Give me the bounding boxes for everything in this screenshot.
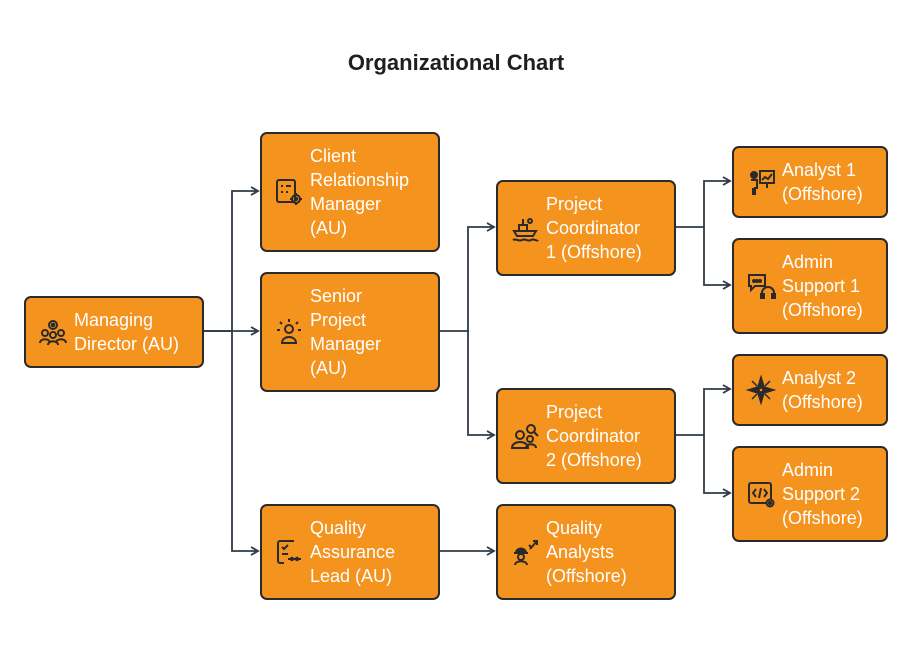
edge-md-crm <box>204 186 260 332</box>
edge-spm-pc2 <box>467 331 496 440</box>
node-label: Admin Support 2 (Offshore) <box>782 460 863 528</box>
edge-spm-pc1 <box>440 222 496 332</box>
edge-md-qal <box>231 331 260 556</box>
node-quality-analysts: Quality Analysts (Offshore) <box>496 504 676 600</box>
node-label: Analyst 1 (Offshore) <box>782 160 863 204</box>
node-managing-director: Managing Director (AU) <box>24 296 204 368</box>
node-label: Client Relationship Manager (AU) <box>310 146 410 238</box>
node-client-relationship-manager: Client Relationship Manager (AU) <box>260 132 440 252</box>
node-label: Quality Analysts (Offshore) <box>546 518 627 586</box>
node-admin-support-2: Admin Support 2 (Offshore) <box>732 446 888 542</box>
team-gear-icon <box>36 315 70 349</box>
node-label: Admin Support 1 (Offshore) <box>782 252 863 320</box>
node-label: Managing Director (AU) <box>74 310 180 354</box>
node-senior-project-manager: Senior Project Manager (AU) <box>260 272 440 392</box>
edge-pc1-an1 <box>676 176 732 228</box>
node-quality-assurance-lead: Quality Assurance Lead (AU) <box>260 504 440 600</box>
node-label: Project Coordinator 2 (Offshore) <box>546 402 642 470</box>
checklist-icon <box>272 535 306 569</box>
node-analyst-2: Analyst 2 (Offshore) <box>732 354 888 426</box>
edge-pc1-as1 <box>703 227 732 290</box>
node-label: Analyst 2 (Offshore) <box>782 368 863 412</box>
edge-pc2-as2 <box>703 435 732 498</box>
chart-title: Organizational Chart <box>347 50 565 75</box>
presenter-chart-icon <box>744 165 778 199</box>
edge-pc2-an2 <box>676 384 732 436</box>
chat-headset-icon <box>744 269 778 303</box>
node-label: Project Coordinator 1 (Offshore) <box>546 194 642 262</box>
code-gear-icon <box>744 477 778 511</box>
ship-icon <box>508 211 542 245</box>
node-analyst-1: Analyst 1 (Offshore) <box>732 146 888 218</box>
node-label: Senior Project Manager (AU) <box>310 286 382 378</box>
user-search-icon <box>508 419 542 453</box>
node-admin-support-1: Admin Support 1 (Offshore) <box>732 238 888 334</box>
compass-star-icon <box>744 373 778 407</box>
node-project-coordinator-2: Project Coordinator 2 (Offshore) <box>496 388 676 484</box>
node-project-coordinator-1: Project Coordinator 1 (Offshore) <box>496 180 676 276</box>
worker-rocket-icon <box>508 535 542 569</box>
person-spotlight-icon <box>272 315 306 349</box>
checklist-gear-icon <box>272 175 306 209</box>
node-label: Quality Assurance Lead (AU) <box>310 518 396 586</box>
